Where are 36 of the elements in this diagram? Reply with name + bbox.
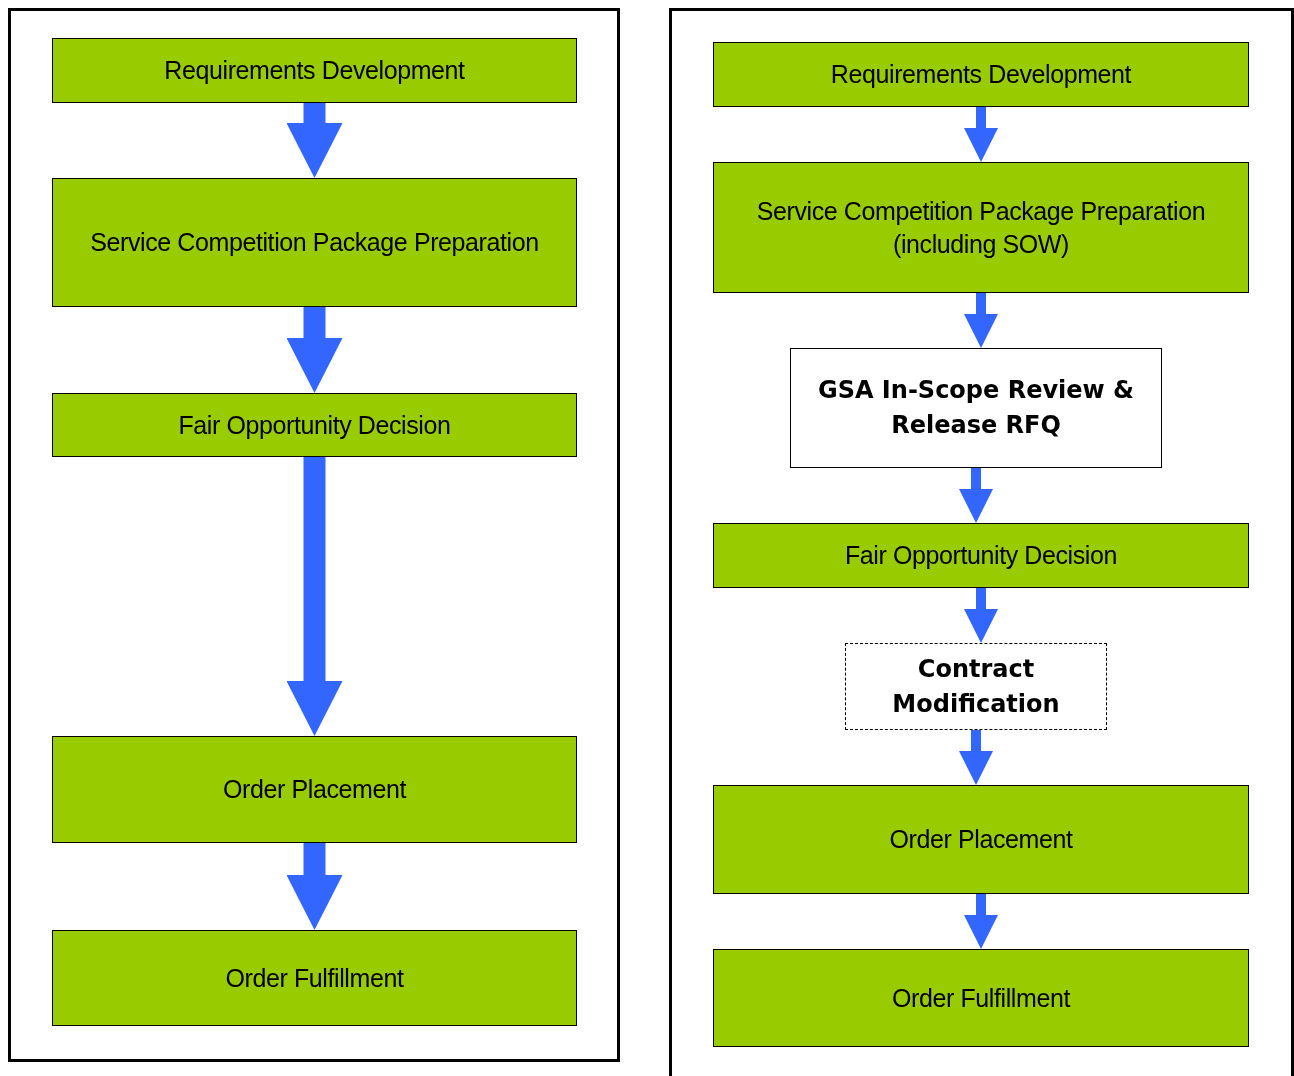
box-label: Requirements Development [164, 55, 465, 87]
arrow [964, 107, 998, 162]
panel-frame [8, 8, 620, 1062]
box-label: Order Fulfillment [225, 962, 404, 994]
process-box [790, 348, 1162, 468]
arrow [286, 307, 343, 393]
process-box [713, 949, 1249, 1047]
box-label: Service Competition Package Preparation (including SOW) [755, 196, 1207, 260]
box-label: Contract Modification [891, 653, 1061, 720]
process-box [52, 38, 577, 103]
box-label: Fair Opportunity Decision [178, 409, 451, 441]
box-label: Order Placement [223, 774, 406, 806]
box-label: Order Fulfillment [892, 982, 1070, 1014]
arrow [964, 894, 998, 949]
arrow [964, 588, 998, 643]
panel-frame [669, 8, 1294, 1076]
process-box [713, 42, 1249, 107]
process-box [52, 930, 577, 1026]
process-box [845, 643, 1107, 730]
box-label: Service Competition Package Preparation [90, 227, 539, 259]
box-label: Requirements Development [830, 59, 1132, 91]
arrow [286, 843, 343, 930]
arrow [959, 730, 993, 785]
process-box [52, 736, 577, 843]
arrow [286, 103, 343, 178]
arrow [286, 457, 343, 736]
box-label: Order Placement [889, 824, 1073, 856]
process-box [52, 393, 577, 457]
box-label: GSA In-Scope Review & Release RFQ [816, 375, 1136, 441]
arrow [959, 468, 993, 523]
process-box [713, 785, 1249, 894]
arrow [964, 293, 998, 348]
box-label: Fair Opportunity Decision [844, 540, 1118, 572]
process-box [713, 162, 1249, 293]
process-box [52, 178, 577, 307]
process-box [713, 523, 1249, 588]
